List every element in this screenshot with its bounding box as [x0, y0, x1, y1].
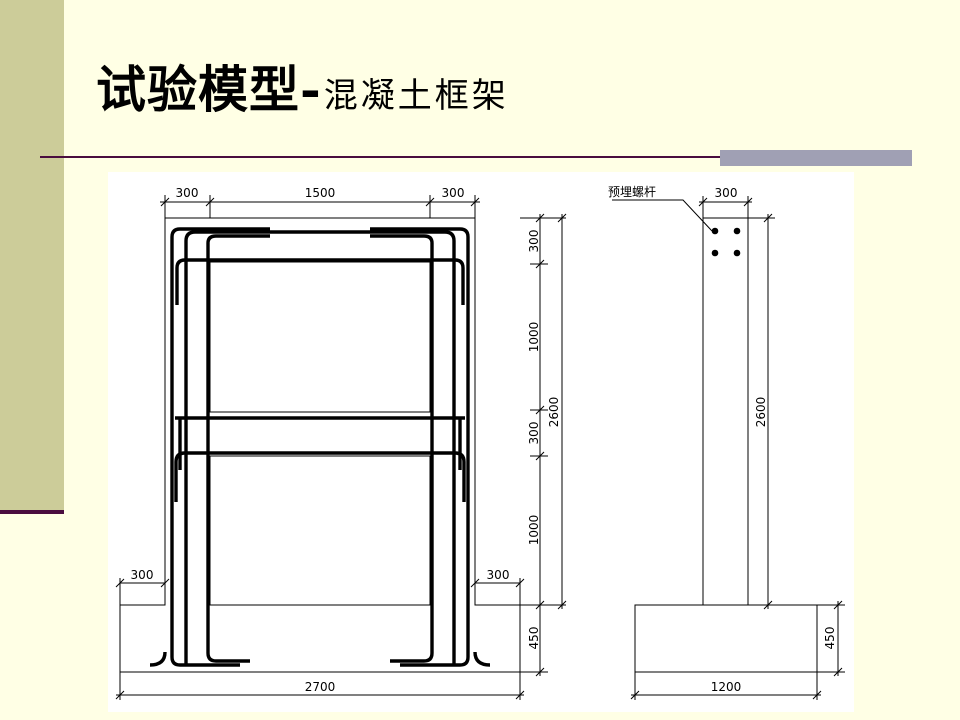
dim-side-top-width: 300 [715, 186, 738, 200]
bolt-label: 预埋螺杆 [608, 185, 656, 199]
dim-lower-opening: 1000 [527, 515, 541, 546]
bolt-icon [733, 249, 741, 257]
dim-top-left: 300 [176, 186, 199, 200]
dim-foot-right: 300 [487, 568, 510, 582]
title-divider [40, 156, 912, 158]
dim-total-height: 2600 [547, 397, 561, 428]
title-divider-accent [720, 150, 912, 166]
dim-foot-left: 300 [131, 568, 154, 582]
frame-outline [119, 217, 521, 673]
title-sub: 混凝土框架 [323, 76, 509, 116]
dim-upper-opening: 1000 [527, 322, 541, 353]
dim-side-base-height: 450 [823, 627, 837, 650]
elevation-dimensions [115, 195, 567, 700]
dim-mid-beam-height: 300 [527, 422, 541, 445]
dim-top-beam-height: 300 [527, 230, 541, 253]
dim-base-width: 2700 [305, 680, 336, 694]
left-accent-bar [0, 0, 64, 512]
side-view-dimensions [612, 196, 845, 700]
drawing-panel: 300 1500 300 300 1000 300 1000 450 2600 … [108, 172, 854, 712]
title-main: 试验模型- [96, 60, 322, 119]
bolt-icon [711, 249, 719, 257]
left-accent-underline [0, 510, 64, 514]
slide-title: 试验模型- 混凝土框架 [96, 50, 509, 119]
dim-base-height: 450 [527, 627, 541, 650]
dim-top-middle: 1500 [305, 186, 336, 200]
rebar [149, 227, 491, 667]
dim-side-total-height: 2600 [754, 397, 768, 428]
bolt-icon [711, 227, 719, 235]
embedded-bolts [711, 227, 741, 257]
frame-drawing: 300 1500 300 300 1000 300 1000 450 2600 … [115, 185, 845, 700]
bolt-icon [733, 227, 741, 235]
dim-top-right: 300 [442, 186, 465, 200]
side-view-outline [634, 217, 818, 673]
dim-side-base-width: 1200 [711, 680, 742, 694]
